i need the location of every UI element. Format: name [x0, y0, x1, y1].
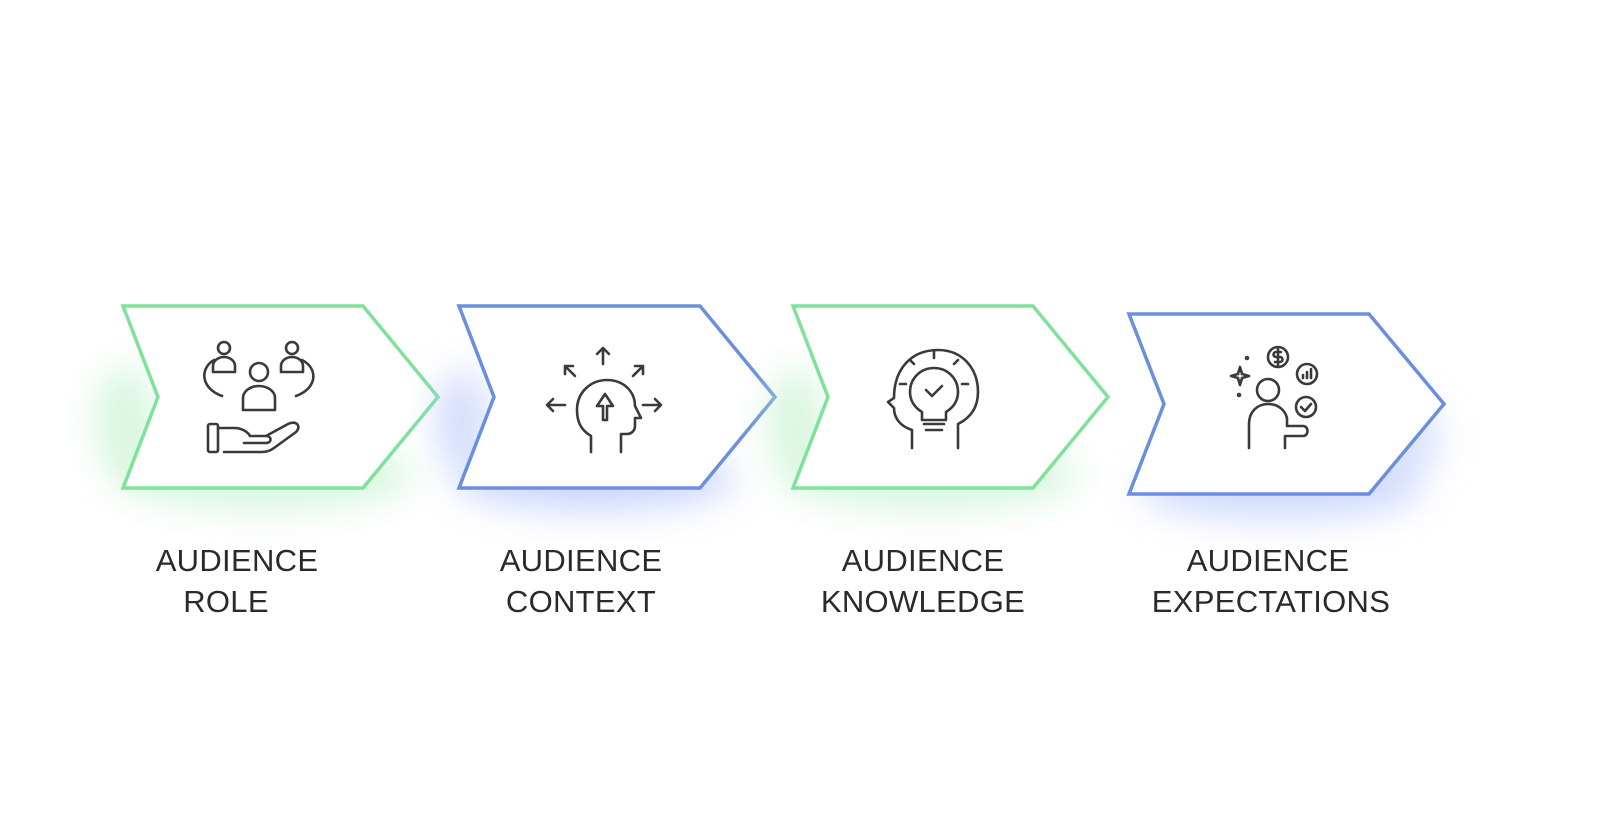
step-4-label-line2: EXPECTATIONS: [1151, 584, 1391, 619]
step-2-label-line2: CONTEXT: [505, 584, 657, 619]
step-4-label: AUDIENCE EXPECTATIONS: [1118, 540, 1418, 622]
step-3-chevron: [790, 304, 1111, 490]
step-4-label-line1: AUDIENCE: [1186, 543, 1350, 578]
step-1-label-line2: ROLE: [183, 584, 269, 619]
step-1-label: AUDIENCE ROLE: [87, 540, 387, 622]
step-3-label-line1: AUDIENCE: [841, 543, 1005, 578]
head-with-arrows-icon: [545, 346, 663, 454]
step-1-chevron: [120, 304, 441, 490]
hand-holding-people-icon: [203, 340, 315, 454]
step-4-chevron: [1126, 312, 1447, 496]
step-2-label: AUDIENCE CONTEXT: [431, 540, 731, 622]
step-2-chevron: [456, 304, 778, 490]
step-1-label-line1: AUDIENCE: [155, 543, 319, 578]
step-3-label: AUDIENCE KNOWLEDGE: [773, 540, 1073, 622]
person-with-expectations-icon: [1229, 345, 1319, 450]
step-3-label-line2: KNOWLEDGE: [820, 584, 1026, 619]
head-with-lightbulb-icon: [886, 348, 980, 450]
step-2-label-line1: AUDIENCE: [499, 543, 663, 578]
